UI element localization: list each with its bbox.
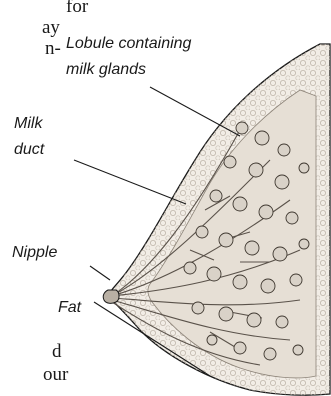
label-lobule-line-1: Lobule containing bbox=[66, 33, 191, 55]
label-lobule-line-2: milk glands bbox=[66, 59, 146, 81]
nipple bbox=[103, 290, 119, 303]
label-fat: Fat bbox=[58, 297, 81, 319]
label-nipple: Nipple bbox=[12, 242, 57, 264]
leader-line-nipple bbox=[90, 266, 110, 280]
leader-line-milk-duct bbox=[74, 160, 186, 204]
label-milk-duct-line-1: Milk bbox=[14, 113, 42, 135]
label-milk-duct-line-2: duct bbox=[14, 139, 44, 161]
leader-line-lobule bbox=[150, 87, 240, 136]
